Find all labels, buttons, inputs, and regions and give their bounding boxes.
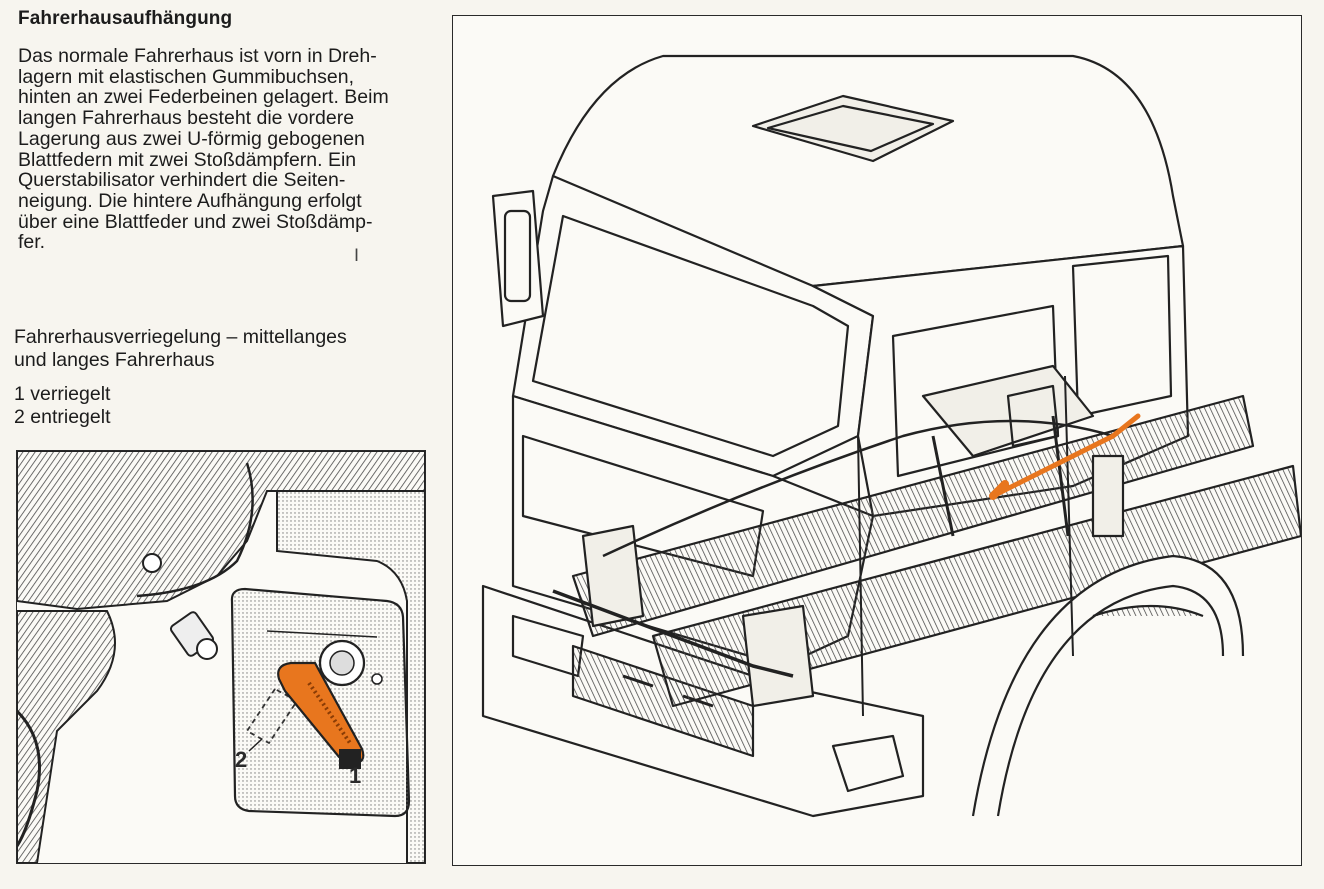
- label-locked: 1: [349, 763, 361, 788]
- paragraph-line: langen Fahrerhaus besteht die vordere: [18, 107, 355, 130]
- paragraph-line: über eine Blattfeder und zwei Stoßdämp-: [18, 210, 373, 233]
- cab-suspension-illustration: [481, 54, 1301, 818]
- paragraph-line: Das normale Fahrerhaus ist vorn in Dreh-: [18, 45, 377, 67]
- legend-item-locked: 1 verriegelt: [14, 383, 111, 405]
- lock-detail-figure: 2 1: [16, 450, 426, 864]
- paragraph-line: Lagerung aus zwei U-förmig gebogenen: [18, 127, 365, 150]
- page-title: Fahrerhausaufhängung: [18, 8, 233, 29]
- caption-line: Fahrerhausverriegelung – mittellanges: [14, 326, 347, 348]
- paragraph-line: Querstabilisator verhindert die Seiten-: [18, 169, 346, 192]
- lock-detail-illustration: 2 1: [17, 451, 425, 863]
- paragraph-line: hinten an zwei Federbeinen gelagert. Bei…: [18, 86, 389, 109]
- legend-item-unlocked: 2 entriegelt: [14, 406, 111, 428]
- text-cursor-icon: I: [354, 246, 360, 266]
- description-paragraph: Das normale Fahrerhaus ist vorn in Dreh-…: [18, 46, 438, 253]
- legend: 1 verriegelt 2 entriegelt: [14, 383, 110, 429]
- paragraph-line: neigung. Die hintere Aufhängung erfolgt: [18, 189, 362, 212]
- cab-suspension-figure: [452, 15, 1302, 866]
- caption-line: und langes Fahrerhaus: [14, 349, 215, 371]
- paragraph-line: Blattfedern mit zwei Stoßdämpfern. Ein: [18, 148, 357, 171]
- paragraph-line: fer.: [18, 231, 46, 254]
- figure-caption: Fahrerhausverriegelung – mittellanges un…: [14, 326, 347, 372]
- paragraph-line: lagern mit elastischen Gummibuchsen,: [18, 65, 354, 88]
- label-unlocked: 2: [235, 747, 247, 772]
